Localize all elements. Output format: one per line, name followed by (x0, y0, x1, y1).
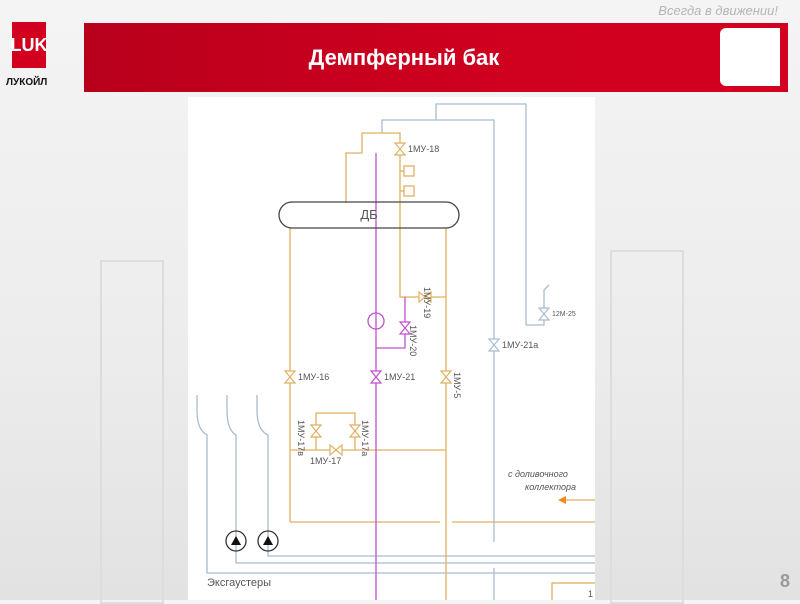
background-tower (100, 260, 164, 604)
inlet-label: с доливочного (508, 469, 568, 479)
slogan: Всегда в движении! (658, 3, 778, 18)
valve-label: 1МУ-21 (384, 372, 415, 382)
lukoil-logo: LUK (10, 22, 48, 68)
exhausters-label: Эксгаустеры (207, 577, 271, 589)
valve-label: 1МУ-16 (298, 372, 329, 382)
page-number: 8 (779, 571, 790, 591)
background-tower (610, 250, 684, 604)
valve-label: 1МУ-17в (296, 420, 306, 456)
valve-label: 1МУ-20 (408, 325, 418, 356)
tank-label: ДБ (360, 207, 377, 222)
logo-text: ЛУКОЙЛ (6, 77, 48, 88)
valve-label: 1МУ-21а (502, 340, 538, 350)
valve-label: 1МУ-17а (360, 420, 370, 456)
valve-label: 1МУ-19 (422, 287, 432, 318)
valve-label: 1МУ-5 (452, 372, 462, 398)
title-banner: Демпферный бак (84, 23, 788, 92)
inlet-label: коллектора (525, 482, 576, 492)
valve-label: 12М-25 (552, 311, 576, 318)
valve-label: 1МУ-17 (310, 456, 341, 466)
logo-mark: LUK (10, 34, 48, 55)
slide-title: Демпферный бак (308, 45, 500, 70)
arrow-box (720, 28, 780, 86)
damper-tank-diagram: ДБ 1МУ-18 1МУ-19 1МУ-20 12М-25 1МУ-21а 1… (188, 97, 595, 600)
box-label: 1 (588, 589, 593, 599)
valve-label: 1МУ-18 (408, 144, 439, 154)
